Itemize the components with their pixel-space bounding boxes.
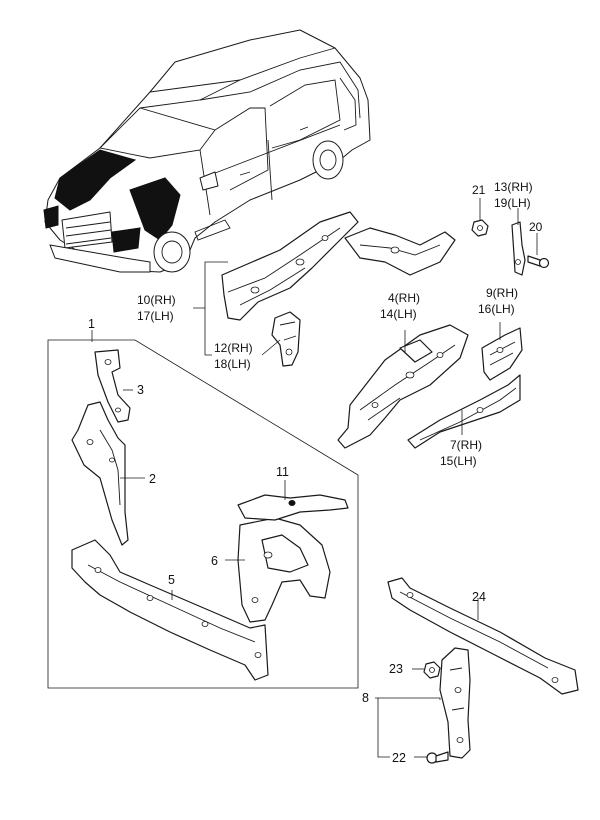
label-4: 4(RH) bbox=[388, 291, 420, 305]
label-23: 23 bbox=[389, 662, 403, 676]
label-16: 16(LH) bbox=[478, 302, 515, 316]
label-7: 7(RH) bbox=[450, 438, 482, 452]
label-19: 19(LH) bbox=[494, 196, 531, 210]
fender-apron-panel bbox=[337, 324, 469, 449]
label-10: 10(RH) bbox=[137, 293, 176, 307]
nut-21 bbox=[471, 219, 489, 237]
bolt-20 bbox=[527, 255, 550, 269]
label-3: 3 bbox=[137, 383, 144, 397]
radiator-support-upper-bracket bbox=[94, 349, 131, 423]
front-side-member-assembly bbox=[221, 211, 456, 321]
label-9: 9(RH) bbox=[486, 286, 518, 300]
fender-apron-upper-member bbox=[407, 374, 521, 449]
radiator-support-upper-member bbox=[237, 494, 349, 521]
vehicle-illustration bbox=[43, 29, 371, 273]
label-6: 6 bbox=[211, 554, 218, 568]
label-5: 5 bbox=[168, 573, 175, 587]
label-15: 15(LH) bbox=[440, 454, 477, 468]
label-11: 11 bbox=[276, 465, 289, 479]
bolt-22 bbox=[426, 751, 449, 764]
label-13: 13(RH) bbox=[494, 180, 533, 194]
label-14: 14(LH) bbox=[380, 307, 417, 321]
label-18: 18(LH) bbox=[214, 357, 251, 371]
label-22: 22 bbox=[392, 751, 406, 765]
part-labels: 1 3 2 5 6 11 10(RH) 17(LH) 12(RH) 18(LH)… bbox=[88, 180, 543, 765]
front-side-member-bracket bbox=[271, 311, 301, 367]
apron-reinforcement-bracket bbox=[481, 327, 523, 381]
label-24: 24 bbox=[472, 590, 486, 604]
front-end-vertical-stay bbox=[439, 647, 471, 759]
label-21: 21 bbox=[472, 183, 486, 197]
assembly-outline bbox=[47, 339, 359, 689]
label-1: 1 bbox=[88, 317, 95, 331]
stay-bracket bbox=[511, 221, 526, 276]
label-12: 12(RH) bbox=[214, 341, 253, 355]
leader-lines bbox=[91, 198, 538, 758]
label-8: 8 bbox=[362, 691, 369, 705]
label-2: 2 bbox=[149, 472, 156, 486]
radiator-support-side-member bbox=[71, 401, 129, 546]
nut-23 bbox=[423, 661, 441, 679]
radiator-support-lower-member bbox=[71, 539, 269, 681]
radiator-support-center-stay bbox=[237, 517, 331, 623]
front-cross-member bbox=[387, 577, 579, 695]
label-17: 17(LH) bbox=[137, 309, 174, 323]
label-20: 20 bbox=[529, 220, 543, 234]
